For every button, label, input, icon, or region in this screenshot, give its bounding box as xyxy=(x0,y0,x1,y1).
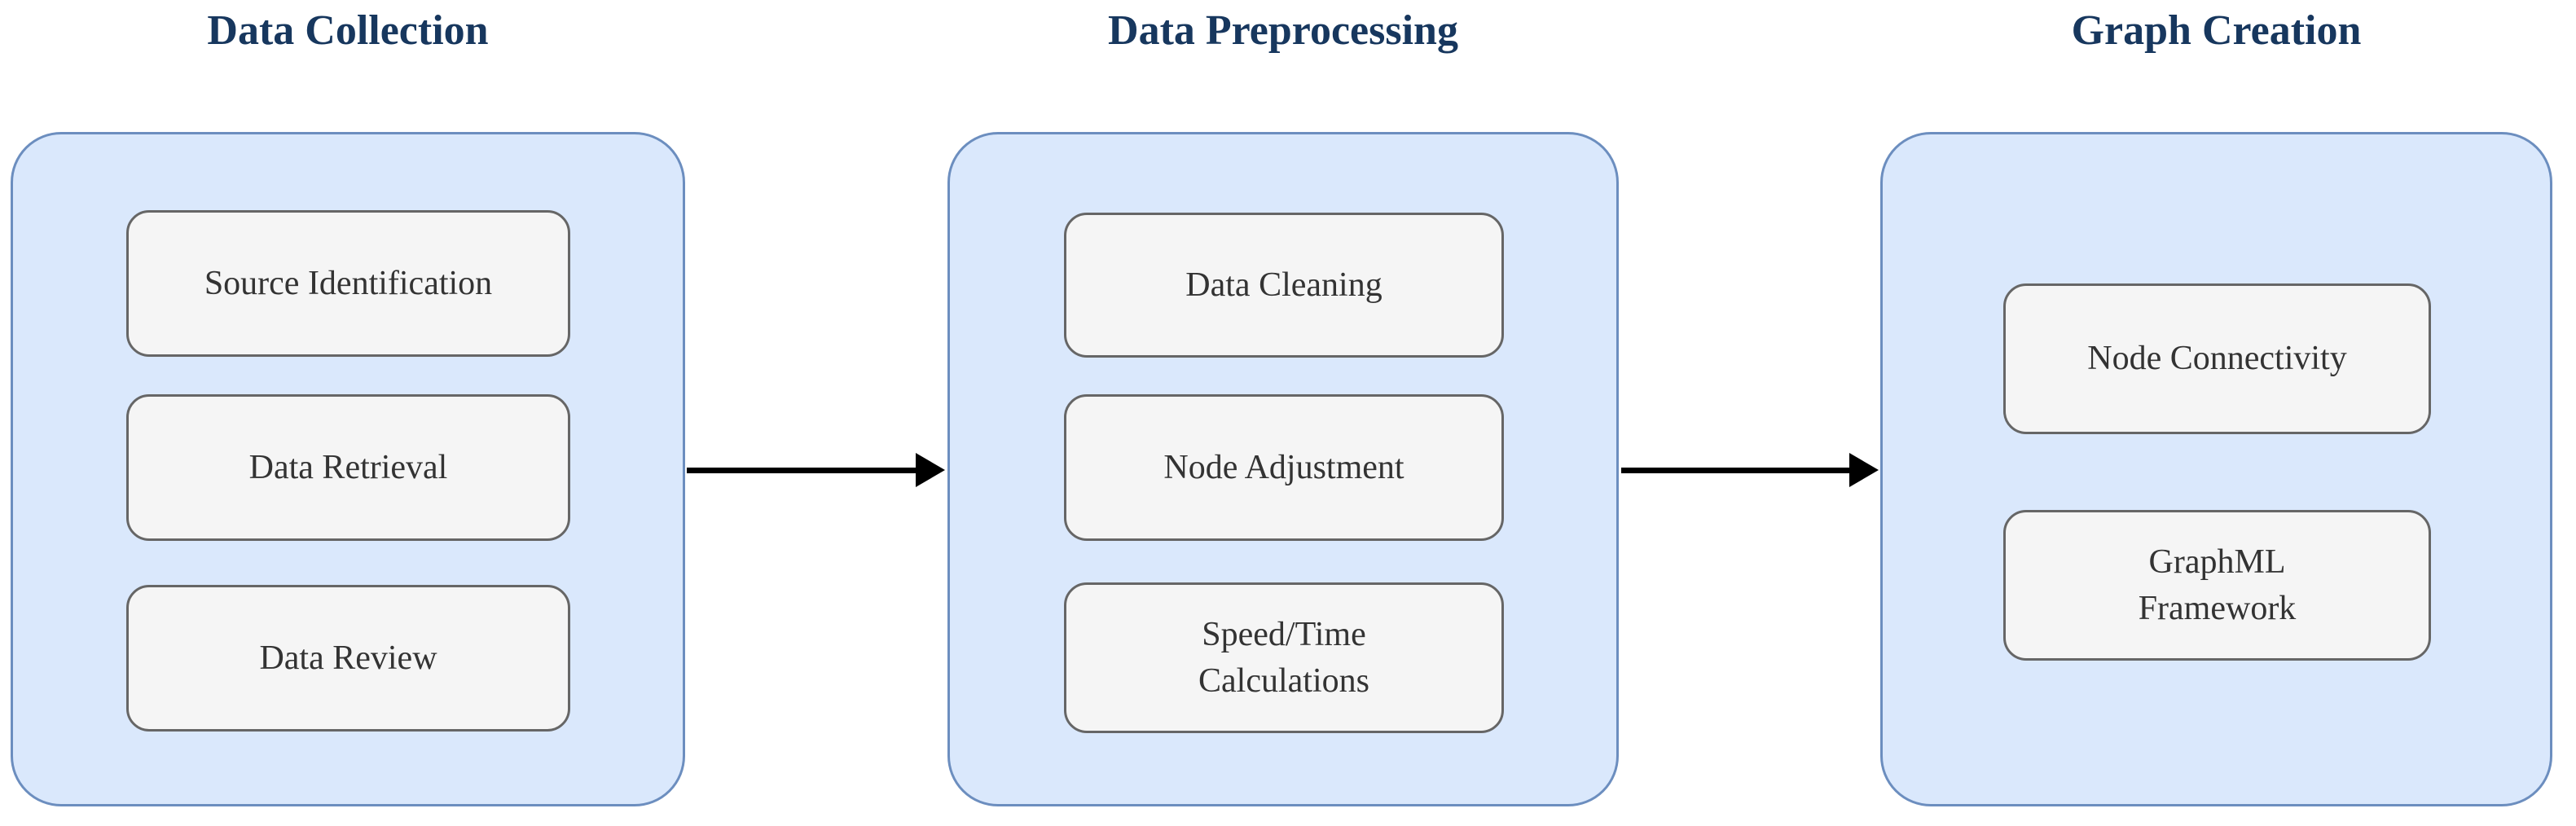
box-graphml-framework: GraphML Framework xyxy=(2003,510,2431,661)
arrow-line xyxy=(687,467,916,473)
box-label: Speed/Time Calculations xyxy=(1198,615,1369,700)
flow-arrow-1 xyxy=(687,452,945,488)
section-data-collection: Data Collection Source Identification Da… xyxy=(11,0,685,826)
box-label: GraphML Framework xyxy=(2138,543,2297,627)
group-container-graph-creation: Node Connectivity GraphML Framework xyxy=(1880,132,2552,806)
arrow-line xyxy=(1621,467,1849,473)
box-label: Data Retrieval xyxy=(248,448,448,486)
group-container-data-preprocessing: Data Cleaning Node Adjustment Speed/Time… xyxy=(947,132,1619,806)
box-node-connectivity: Node Connectivity xyxy=(2003,283,2431,434)
box-node-adjustment: Node Adjustment xyxy=(1064,394,1504,541)
box-data-cleaning: Data Cleaning xyxy=(1064,213,1504,358)
box-label: Node Adjustment xyxy=(1163,448,1404,486)
section-data-preprocessing: Data Preprocessing Data Cleaning Node Ad… xyxy=(947,0,1619,826)
section-title: Graph Creation xyxy=(2071,7,2362,54)
section-title: Data Collection xyxy=(207,7,489,54)
box-speed-time-calculations: Speed/Time Calculations xyxy=(1064,582,1504,733)
box-label: Data Review xyxy=(259,639,437,677)
box-label: Data Cleaning xyxy=(1185,266,1383,304)
box-data-retrieval: Data Retrieval xyxy=(126,394,570,541)
box-label: Node Connectivity xyxy=(2087,340,2347,378)
arrow-head-icon xyxy=(916,453,945,487)
box-source-identification: Source Identification xyxy=(126,210,570,357)
section-graph-creation: Graph Creation Node Connectivity GraphML… xyxy=(1880,0,2552,826)
group-container-data-collection: Source Identification Data Retrieval Dat… xyxy=(11,132,685,806)
section-title: Data Preprocessing xyxy=(1108,7,1458,54)
flow-arrow-2 xyxy=(1621,452,1879,488)
box-data-review: Data Review xyxy=(126,585,570,732)
box-label: Source Identification xyxy=(204,264,493,302)
arrow-head-icon xyxy=(1849,453,1879,487)
